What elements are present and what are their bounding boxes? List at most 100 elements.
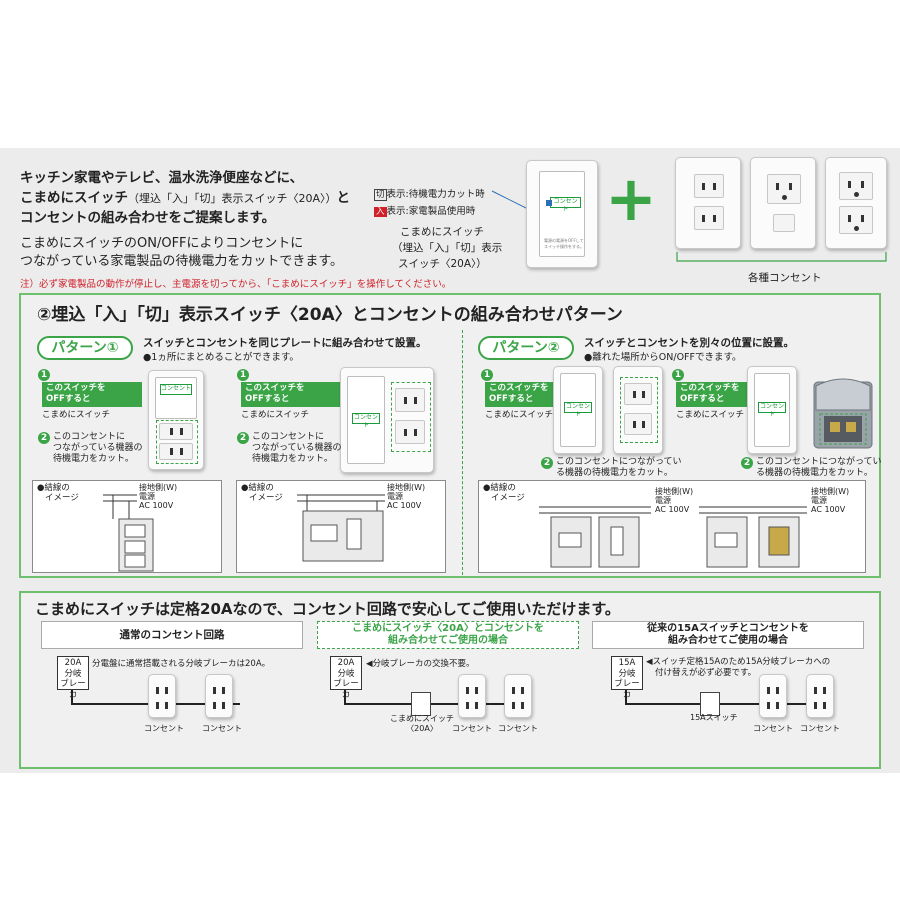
col3-note-1: ◀スイッチ定格15Aのため15A分岐ブレーカへの <box>646 657 831 667</box>
intro-line-1: キッチン家電やテレビ、温水洗浄便座などに、 <box>20 170 304 186</box>
circuit-line-2 <box>344 690 529 705</box>
step2-line1: このコンセントに <box>53 432 126 442</box>
step1-callout: このスイッチを OFFすると <box>485 382 565 407</box>
step2-line3: 待機電力をカット。 <box>53 454 134 464</box>
col1-header: 通常のコンセント回路 <box>41 621 303 649</box>
step2-badge: 2 <box>237 432 249 444</box>
switch-tiny-text-1: 電源の電源をOFFして <box>544 238 584 243</box>
step2-badge: 2 <box>741 457 753 469</box>
step2-badge: 2 <box>541 457 553 469</box>
ground-label: 接地側(W) <box>811 487 850 496</box>
step2-text-c: このコンセントにつながってい る機器の待機電力をカット。 <box>556 457 682 479</box>
power-label: 電源 <box>655 496 671 505</box>
pattern2-badge: パターン② <box>478 336 574 360</box>
circuit-outlet <box>148 674 176 718</box>
col1-note: 分電盤に通常搭載される分岐ブレーカは20A。 <box>92 659 271 669</box>
pattern1-desc-1: スイッチとコンセントを同じプレートに組み合わせて設置。 <box>143 337 427 349</box>
switch-label-1: こまめにスイッチ <box>390 714 454 723</box>
outlet-plate-1 <box>675 157 741 249</box>
col2-switch-label: こまめにスイッチ〈20A〉 <box>390 714 454 734</box>
circuit-line-3 <box>625 690 829 705</box>
switch-rocker: コンセント <box>155 377 197 419</box>
outlet-socket <box>624 413 652 435</box>
separate-switch-plate: コンセント <box>553 366 603 454</box>
outlet-plate-3 <box>825 157 887 249</box>
outlet-plate-2 <box>750 157 816 249</box>
power-label: 電源 <box>139 492 155 501</box>
col3-note: ◀スイッチ定格15Aのため15A分岐ブレーカへの付け替えが必ず必要です。 <box>646 657 830 679</box>
voltage-label: AC 100V <box>139 501 174 510</box>
outlet-socket <box>159 423 193 440</box>
switch-symbol <box>700 692 720 716</box>
highlight-outline <box>156 420 198 464</box>
outlets-bracket <box>676 252 887 262</box>
wiring-label-1: ●結線の <box>37 483 70 493</box>
step2-text-a: このコンセントに つながっている機器の 待機電力をカット。 <box>53 432 143 465</box>
switch-name-label: こまめにスイッチ <box>676 410 745 420</box>
intro-line-2: こまめにスイッチ（埋込「入」「切」表示スイッチ〈20A〉）と <box>20 186 350 206</box>
step2-line3: 待機電力をカット。 <box>252 454 333 464</box>
switch-plate-label: コンセント <box>564 402 592 418</box>
wiring-lines <box>297 494 385 562</box>
col2-header: こまめにスイッチ〈20A〉とコンセントを組み合わせてご使用の場合 <box>317 621 579 649</box>
off-legend-text: 表示:待機電力カット時 <box>386 189 485 200</box>
switch-plate-label: コンセント <box>758 402 786 418</box>
wiring-label: ●結線のイメージ <box>37 483 79 503</box>
step1-badge: 1 <box>38 369 50 381</box>
ground-label: 接地側(W) <box>387 483 426 492</box>
pattern1-badge: パターン① <box>37 336 133 360</box>
switch-rocker: コンセント <box>754 373 790 447</box>
switch-caption-1: こまめにスイッチ <box>400 226 484 238</box>
switch-caption-3: スイッチ〈20A〉） <box>398 258 487 270</box>
step1-line2: OFFすると <box>245 394 290 404</box>
plus-sign: + <box>605 162 657 235</box>
grounded-outlet-socket <box>839 206 873 234</box>
outlet-label: コンセント <box>452 724 492 733</box>
step1-line1: このスイッチを <box>680 383 740 393</box>
wiring-label: ●結線のイメージ <box>483 483 525 503</box>
outlet-socket <box>159 443 193 460</box>
step2-line2: る機器の待機電力をカット。 <box>756 468 873 478</box>
outdoor-outlet-icon <box>813 378 873 449</box>
grounded-outlet-socket <box>767 174 801 204</box>
wiring-label: ●結線のイメージ <box>241 483 283 503</box>
outlet-socket <box>694 206 724 230</box>
wiring-lines <box>539 506 807 568</box>
voltage-label: AC 100V <box>387 501 422 510</box>
switch-rocker: コンセント <box>347 376 385 464</box>
breaker-line1: 15A <box>618 658 636 668</box>
switch-rocker: コンセント <box>560 373 596 447</box>
step1-callout: このスイッチを OFFすると <box>42 382 142 407</box>
breaker-line2: 分岐 <box>337 668 355 679</box>
off-legend: 切表示:待機電力カット時 <box>374 186 485 201</box>
step1-callout: このスイッチを OFFすると <box>676 382 756 407</box>
outlet-socket <box>624 383 652 405</box>
switch-plate-large: コンセント 電源の電源をOFFして スイッチ操作をする。 <box>526 160 598 268</box>
highlight-outline <box>391 382 431 452</box>
step1-line2: OFFすると <box>680 394 725 404</box>
step1-badge: 1 <box>672 369 684 381</box>
breaker-line2: 分岐 <box>618 668 636 679</box>
intro-line-5: つながっている家電製品の待機電力をカットできます。 <box>20 254 344 269</box>
power-label: 電源 <box>387 492 403 501</box>
circuit-outlet <box>759 674 787 718</box>
outlet-socket <box>694 174 724 198</box>
switch-label-2: 〈20A〉 <box>406 724 438 733</box>
step2-line2: る機器の待機電力をカット。 <box>556 468 673 478</box>
intro-conjunction: と <box>336 190 351 206</box>
voltage-label: AC 100V <box>655 505 690 514</box>
intro-line-3: コンセントの組み合わせをご提案します。 <box>20 210 276 226</box>
switch-name-label: こまめにスイッチ <box>42 410 111 420</box>
outlet-label: コンセント <box>144 724 184 733</box>
wiring-lines <box>103 494 154 572</box>
circuit-line-1 <box>71 690 240 705</box>
off-badge: 切 <box>374 189 387 201</box>
